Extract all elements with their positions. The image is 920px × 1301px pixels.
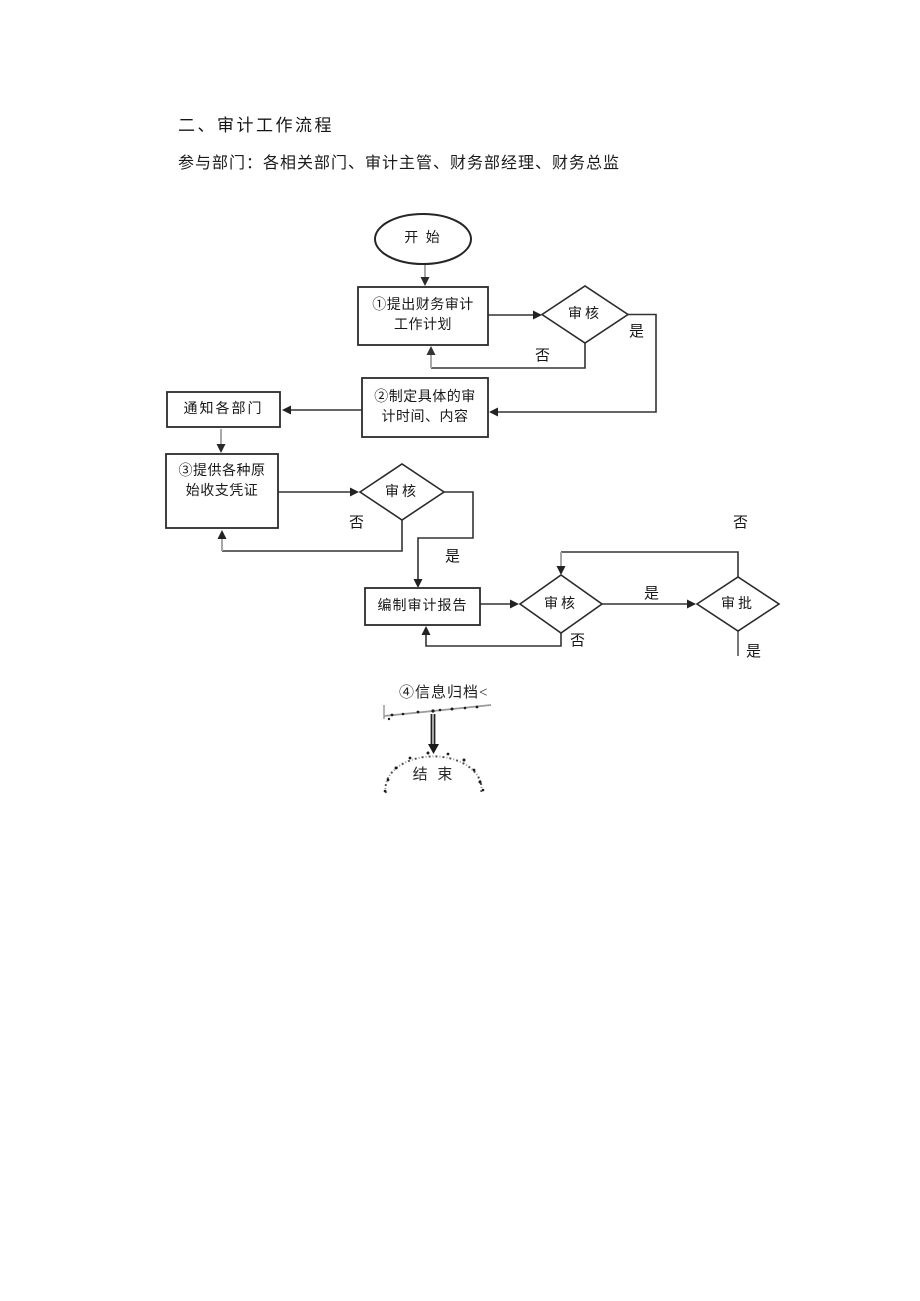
approve-yes-label: 是	[746, 644, 762, 660]
arrowhead-back-report	[421, 626, 431, 635]
approve-label: 审批	[721, 596, 755, 612]
arrowhead-into-review2	[350, 487, 359, 497]
start-label: 开 始	[404, 231, 442, 247]
review1-yes-label: 是	[629, 324, 645, 340]
review2-no-label: 否	[349, 515, 365, 531]
start-ellipse	[374, 213, 472, 265]
review1-diamond	[540, 285, 630, 344]
end-label: 结 束	[412, 767, 456, 783]
connector-review2-no-step3	[222, 520, 403, 552]
step1-box	[357, 286, 489, 346]
end-ellipse-arc	[384, 755, 483, 794]
sketch-line	[383, 704, 492, 717]
review1-label: 审核	[568, 306, 602, 322]
step2-label: ②制定具体的审 计时间、内容	[374, 389, 476, 425]
review3-diamond	[518, 574, 604, 634]
end-ellipse-arc-faded	[384, 755, 483, 794]
section-heading: 二、审计工作流程	[178, 116, 334, 135]
connector-review3-no-report	[425, 633, 562, 647]
connector-approve-no-review3	[561, 551, 739, 577]
notify-label: 通知各部门	[183, 401, 264, 417]
connector-review2-yes-report	[417, 491, 474, 581]
arrowhead-back-review3	[556, 566, 566, 575]
arrowhead-into-review3	[510, 599, 519, 609]
review2-yes-label: 是	[445, 549, 461, 565]
arrowhead-back-step1	[426, 346, 436, 355]
archive-label: ④信息归档<	[399, 685, 489, 701]
review2-label: 审核	[385, 484, 419, 500]
review2-diamond	[358, 463, 446, 521]
arrowhead-into-approve	[687, 599, 696, 609]
step3-box	[165, 453, 279, 529]
step3-label: ③提供各种原 始收支凭证	[178, 464, 266, 499]
arrowhead-into-step3	[216, 444, 226, 453]
report-label: 编制审计报告	[377, 598, 468, 614]
report-box	[364, 587, 481, 626]
review1-no-label: 否	[535, 348, 551, 364]
review3-no-label: 否	[570, 633, 586, 649]
end-ellipse-specks	[383, 751, 485, 793]
connector-review1-yes-step2	[497, 313, 657, 413]
approve-no-label: 否	[733, 515, 749, 531]
sketch-arrowhead-into-end	[428, 744, 439, 754]
notify-box	[166, 391, 281, 428]
arrowhead-back-step3	[217, 530, 227, 539]
participants-line: 参与部门：各相关部门、审计主管、财务部经理、财务总监	[178, 155, 621, 172]
step2-box	[361, 377, 489, 438]
sketch-line-specks	[387, 705, 479, 721]
connector-review1-no-step1	[431, 343, 586, 369]
arrowhead-into-step1	[420, 277, 430, 286]
review3-label: 审核	[544, 596, 578, 612]
arrowhead-into-notify	[282, 405, 291, 415]
arrowhead-into-report	[413, 579, 423, 588]
arrowhead-into-review1	[533, 310, 542, 320]
arrowhead-into-step2	[489, 407, 498, 417]
step1-label: ①提出财务审计 工作计划	[372, 298, 474, 333]
review3-yes-label: 是	[644, 586, 660, 602]
approve-diamond	[695, 576, 781, 632]
